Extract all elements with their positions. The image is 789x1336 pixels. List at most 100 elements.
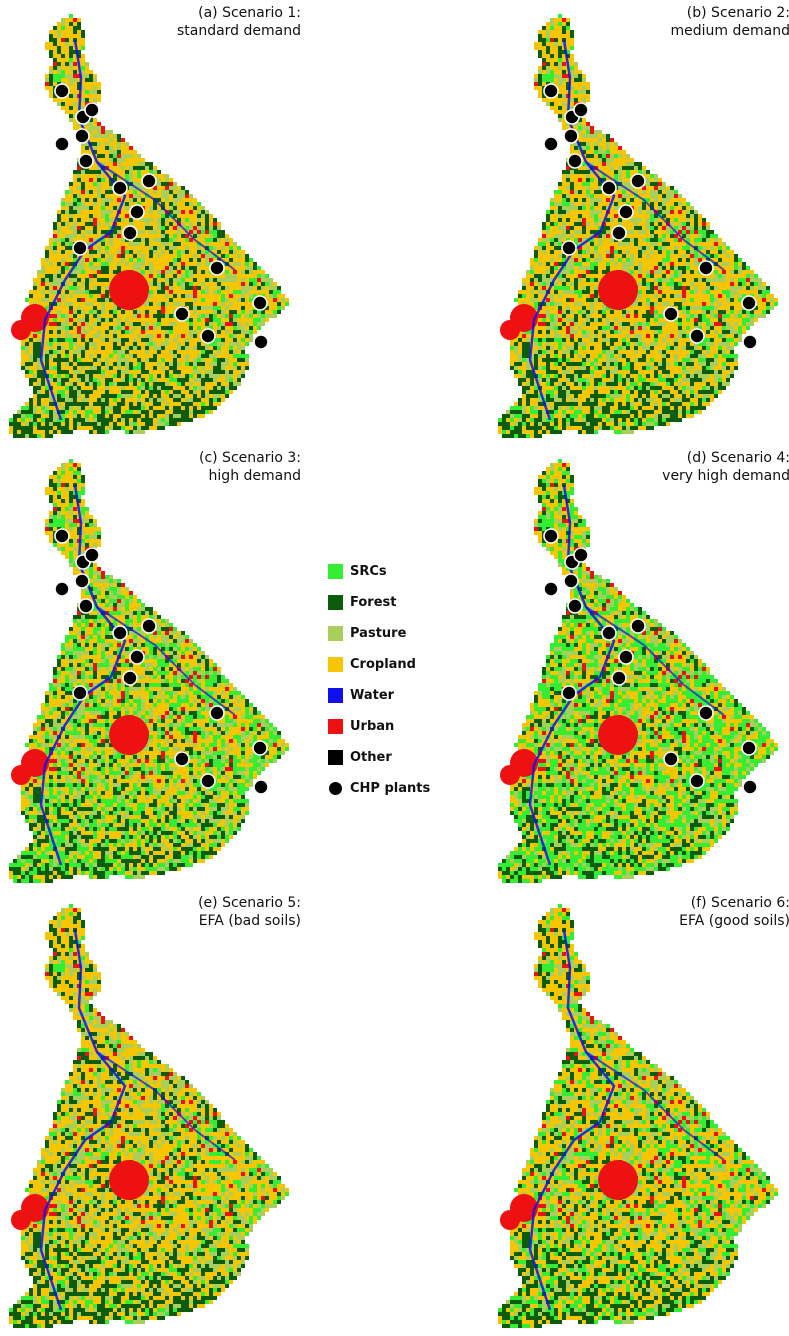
chp-plant-icon [54,581,70,597]
legend-item-pasture: Pasture [328,618,468,649]
chp-plant-icon [663,751,679,767]
chp-plant-icon [630,173,646,189]
panel-title-line-1: (b) Scenario 2: [671,4,789,22]
chp-plant-icon [741,295,757,311]
chp-plant-icon [543,528,559,544]
chp-plant-icon [561,240,577,256]
chp-plant-icon [698,260,714,276]
chp-plant-icon [663,306,679,322]
legend-label: Other [350,750,392,765]
legend-swatch-other [328,750,343,765]
legend-label: CHP plants [350,781,430,796]
panel-title-line-1: (c) Scenario 3: [199,449,301,467]
map-panel-scenario-6: (f) Scenario 6: EFA (good soils) [494,890,789,1335]
chp-plant-icon [741,740,757,756]
chp-plant-icon [618,649,634,665]
map-legend: SRCs Forest Pasture Cropland Water Urban… [328,556,468,804]
chp-plant-icon [84,102,100,118]
chp-plant-icon [253,779,269,795]
chp-plant-icon [122,225,138,241]
legend-swatch-srcs [328,564,343,579]
chp-plant-icon [611,225,627,241]
panel-title-line-2: very high demand [662,467,789,485]
chp-plant-icon [689,773,705,789]
panel-title-line-1: (e) Scenario 5: [198,894,301,912]
panel-title-line-1: (a) Scenario 1: [177,4,301,22]
panel-title-line-1: (f) Scenario 6: [679,894,789,912]
chp-plant-icon [78,153,94,169]
panel-title-line-1: (d) Scenario 4: [662,449,789,467]
panel-title: (e) Scenario 5: EFA (bad soils) [198,894,301,930]
chp-plant-icon [72,240,88,256]
legend-swatch-urban [328,719,343,734]
chp-plant-icon [54,528,70,544]
legend-item-forest: Forest [328,587,468,618]
chp-plant-icon [200,328,216,344]
chp-plant-icon [54,136,70,152]
chp-plant-icon [141,173,157,189]
chp-plant-icon [698,705,714,721]
chp-plant-icon [561,685,577,701]
legend-item-srcs: SRCs [328,556,468,587]
land-use-map [498,14,778,438]
chp-plant-icon [84,547,100,563]
chp-plant-icon [601,180,617,196]
chp-plant-icon [74,573,90,589]
legend-item-other: Other [328,742,468,773]
panel-title-line-2: standard demand [177,22,301,40]
chp-plant-icon [742,334,758,350]
legend-swatch-cropland [328,657,343,672]
map-panel-scenario-2: (b) Scenario 2: medium demand [494,0,789,445]
legend-label: Forest [350,595,396,610]
chp-plant-icon [112,180,128,196]
chp-plant-icon [601,625,617,641]
chp-plant-icon [543,136,559,152]
chp-plant-icon [112,625,128,641]
panel-title: (b) Scenario 2: medium demand [671,4,789,40]
chp-plant-icon [252,740,268,756]
panel-title: (c) Scenario 3: high demand [199,449,301,485]
legend-label: Urban [350,719,394,734]
chp-plant-icon [567,153,583,169]
panel-title-line-2: EFA (bad soils) [198,912,301,930]
legend-item-urban: Urban [328,711,468,742]
chp-plant-icon [329,782,342,795]
chp-plant-icon [689,328,705,344]
chp-plant-icon [742,779,758,795]
land-use-map [498,904,778,1328]
chp-plant-icon [174,751,190,767]
chp-plant-icon [122,670,138,686]
panel-title: (d) Scenario 4: very high demand [662,449,789,485]
legend-swatch-water [328,688,343,703]
chp-plant-icon [563,573,579,589]
legend-label: Cropland [350,657,416,672]
panel-title-line-2: EFA (good soils) [679,912,789,930]
chp-plant-icon [573,102,589,118]
panel-title: (f) Scenario 6: EFA (good soils) [679,894,789,930]
chp-plant-icon [209,260,225,276]
legend-label: SRCs [350,564,387,579]
chp-plant-icon [630,618,646,634]
chp-plant-icon [253,334,269,350]
chp-plant-icon [72,685,88,701]
legend-swatch-pasture [328,626,343,641]
panel-title-line-2: high demand [199,467,301,485]
chp-plant-icon [543,83,559,99]
chp-plant-icon [563,128,579,144]
panel-title-line-2: medium demand [671,22,789,40]
legend-swatch-forest [328,595,343,610]
chp-plant-icon [611,670,627,686]
land-use-map [9,459,289,883]
chp-plant-icon [129,649,145,665]
legend-label: Water [350,688,394,703]
map-panel-scenario-3: (c) Scenario 3: high demand [5,445,305,890]
land-use-map [498,459,778,883]
chp-plant-icon [200,773,216,789]
map-panel-scenario-1: (a) Scenario 1: standard demand [5,0,305,445]
map-panel-scenario-5: (e) Scenario 5: EFA (bad soils) [5,890,305,1335]
chp-plant-icon [567,598,583,614]
land-use-map [9,904,289,1328]
legend-item-water: Water [328,680,468,711]
chp-plant-icon [174,306,190,322]
chp-plant-icon [209,705,225,721]
